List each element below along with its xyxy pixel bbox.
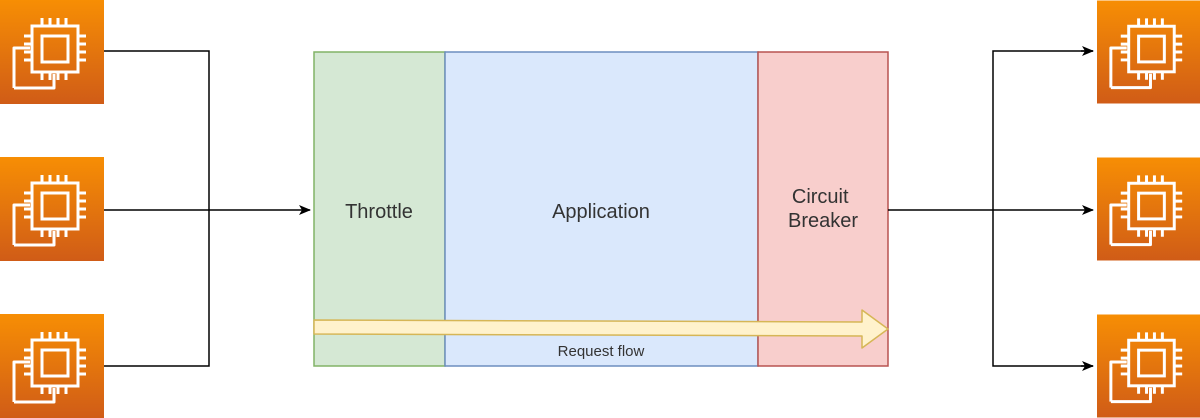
- throttle-label: Throttle: [345, 201, 413, 223]
- application-section: [444, 51, 759, 367]
- request-flow-label: Request flow: [558, 343, 645, 360]
- ec2-instance-icon: [1097, 0, 1200, 104]
- outbound-connectors: [888, 46, 1094, 371]
- circuit-breaker-label-line1: Circuit: [792, 186, 849, 208]
- inbound-connectors: [104, 50, 311, 367]
- application-label: Application: [552, 201, 650, 223]
- ec2-instance-icon: [0, 157, 104, 261]
- request-flow-arrow: [313, 309, 889, 349]
- circuit-breaker-label-line2: Breaker: [788, 210, 858, 232]
- circuit-breaker-label: Circuit Breaker: [788, 186, 858, 232]
- ec2-instance-icon: [1097, 314, 1200, 418]
- ec2-instance-icon: [0, 314, 104, 418]
- throttle-section: [313, 51, 446, 367]
- ec2-instance-icon: [1097, 157, 1200, 261]
- ec2-instance-icon: [0, 0, 104, 104]
